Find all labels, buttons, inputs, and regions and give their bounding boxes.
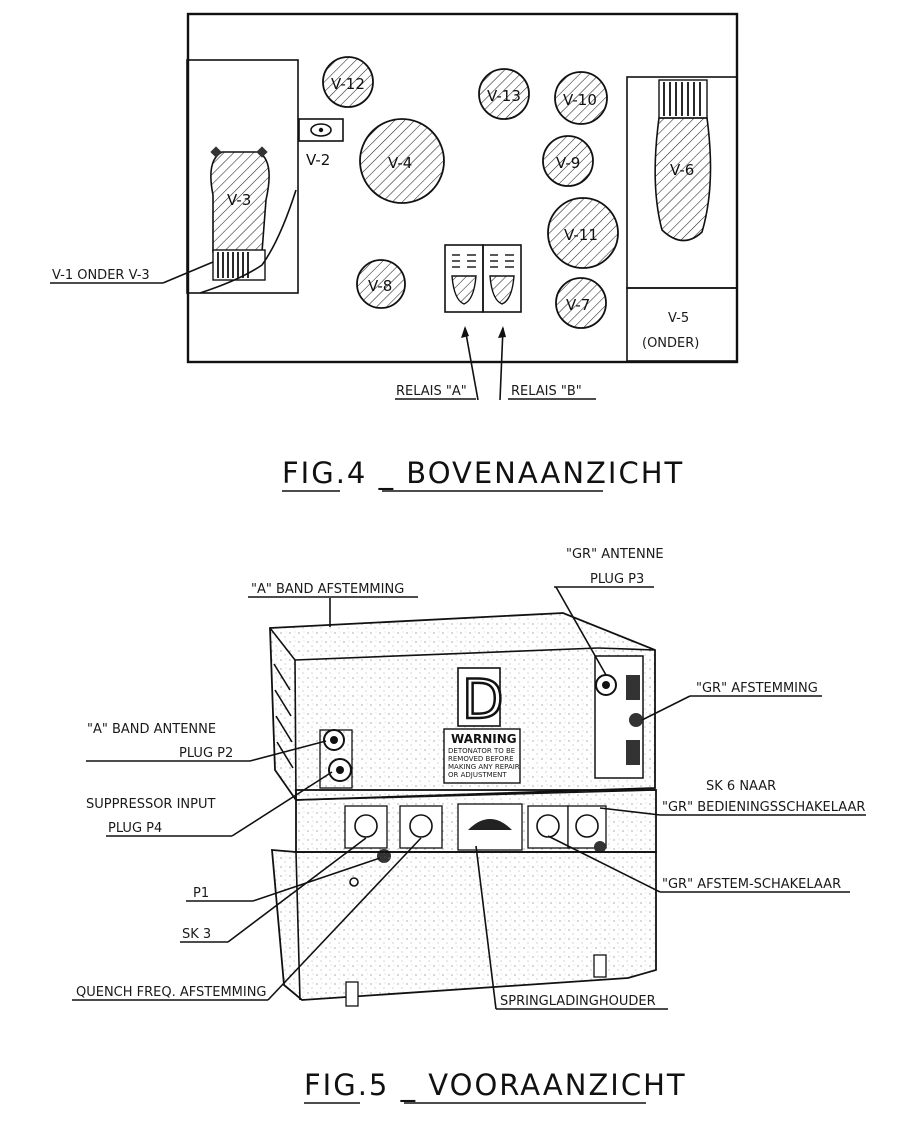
label-sk6: SK 6 NAAR	[706, 779, 776, 794]
left-compartment	[186, 59, 299, 294]
label-gr-antenna-plug: PLUG P3	[590, 572, 644, 587]
valve-label-v11: V-11	[564, 226, 598, 244]
valve-v6	[654, 79, 712, 242]
label-a-band-antenna: "A" BAND ANTENNE	[87, 722, 216, 737]
valve-label-v10: V-10	[563, 91, 597, 109]
valve-v11	[547, 197, 619, 269]
warning-plate	[443, 728, 521, 784]
relay-a-label: RELAIS "A"	[396, 384, 467, 399]
fig4-top-view: V-3 V-2 V-12 V-4 V-13 V-10 V-9 V-11 V-7 …	[50, 12, 739, 492]
valve-label-v13: V-13	[487, 87, 521, 105]
valve-v3	[199, 146, 297, 294]
label-suppressor-input: SUPPRESSOR INPUT	[86, 797, 216, 812]
valve-label-v9: V-9	[556, 154, 580, 172]
valve-v13	[478, 68, 530, 120]
label-sk3: SK 3	[182, 927, 211, 942]
warning-line-1: DETONATOR TO BE	[448, 747, 515, 755]
valve-v10	[554, 71, 608, 125]
warning-line-4: OR ADJUSTMENT	[448, 771, 507, 779]
valve-v2	[298, 118, 344, 142]
valve-v9	[542, 135, 594, 187]
gr-tuning-knob	[629, 713, 643, 727]
relay-a	[444, 244, 484, 313]
valve-label-v6: V-6	[670, 161, 694, 179]
v1-label: V-1 ONDER V-3	[52, 268, 150, 283]
fig5-front-view: D WARNING DETONATOR TO BE REMOVED BEFORE…	[72, 547, 866, 1104]
valve-label-v12: V-12	[331, 75, 365, 93]
v5-compartment	[626, 287, 738, 362]
valve-v8	[356, 259, 406, 309]
d-emblem	[457, 667, 501, 727]
label-a-band-tuning: "A" BAND AFSTEMMING	[251, 582, 404, 597]
label-p1: P1	[193, 886, 209, 901]
warning-line-3: MAKING ANY REPAIR	[448, 763, 520, 771]
warning-title: WARNING	[451, 732, 517, 746]
valve-v12	[322, 56, 374, 108]
label-gr-tuning-switch: "GR" AFSTEM-SCHAKELAAR	[662, 877, 841, 892]
relay-b	[482, 244, 522, 313]
label-gr-antenna: "GR" ANTENNE	[566, 547, 664, 562]
valve-v7	[555, 277, 607, 329]
label-spring-charge-holder: SPRINGLADINGHOUDER	[500, 994, 656, 1009]
fig5-title: FIG.5 _ VOORAANZICHT	[304, 1068, 687, 1102]
fig4-title: FIG.4 _ BOVENAANZICHT	[282, 456, 684, 490]
label-quench: QUENCH FREQ. AFSTEMMING	[76, 985, 267, 1000]
valve-label-v7: V-7	[566, 296, 590, 314]
label-a-band-antenna-plug: PLUG P2	[179, 746, 233, 761]
valve-label-v3: V-3	[227, 191, 251, 209]
label-gr-tuning: "GR" AFSTEMMING	[696, 681, 818, 696]
valve-label-v2: V-2	[306, 151, 330, 169]
front-letter: D	[462, 668, 504, 731]
label-sk6-switch: "GR" BEDIENINGSSCHAKELAAR	[662, 800, 865, 815]
valve-label-v8: V-8	[368, 277, 392, 295]
warning-line-2: REMOVED BEFORE	[448, 755, 514, 763]
valve-label-v4: V-4	[388, 154, 412, 172]
v5-label-under: (ONDER)	[642, 336, 699, 351]
relay-b-label: RELAIS "B"	[511, 384, 582, 399]
lower-body	[271, 849, 657, 1001]
valve-v4	[359, 118, 445, 204]
label-suppressor-plug: PLUG P4	[108, 821, 162, 836]
v5-label: V-5	[668, 311, 689, 326]
chassis-outline	[186, 12, 739, 364]
